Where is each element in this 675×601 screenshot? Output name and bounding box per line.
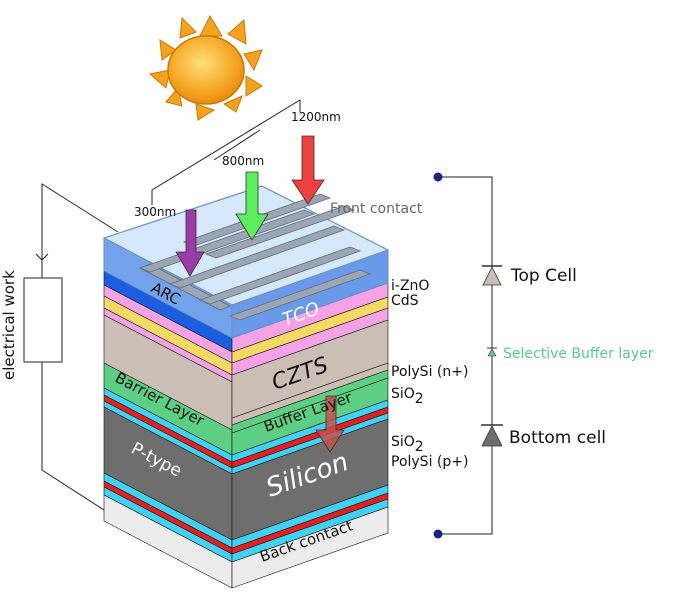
wavelength-300-label: 300nm	[134, 205, 176, 219]
cds-label: CdS	[391, 293, 419, 309]
selective-buffer-label: Selective Buffer layer	[503, 346, 654, 362]
left-face	[103, 237, 233, 589]
arrow-1200nm	[291, 135, 325, 205]
wavelength-bracket	[151, 99, 301, 205]
polysi-n-label: PolySi (n+)	[391, 364, 468, 380]
load-box	[23, 277, 63, 363]
equivalent-circuit: Top Cell Selective Buffer layer Bottom c…	[433, 172, 654, 539]
izno-label: i-ZnO	[391, 278, 429, 294]
selective-buffer-diode-icon	[487, 347, 497, 357]
arrow-substrate	[315, 395, 345, 453]
arrow-300nm	[175, 209, 205, 277]
arrow-800nm	[235, 171, 269, 241]
sun-icon	[148, 14, 263, 121]
polysi-p-label: PolySi (p+)	[391, 454, 468, 470]
front-contact-label: Front contact	[330, 201, 423, 217]
top-cell-label: Top Cell	[510, 266, 577, 286]
circuit-terminal-top	[433, 172, 443, 182]
bottom-cell-label: Bottom cell	[509, 428, 606, 448]
electrical-work-label: electrical work	[0, 270, 18, 380]
bottom-cell-diode-icon	[481, 424, 503, 447]
sio2-top-label: SiO2	[391, 386, 424, 407]
wavelength-800-label: 800nm	[222, 154, 264, 168]
light-arrows	[175, 135, 345, 453]
circuit-terminal-bottom	[433, 529, 443, 539]
wavelength-1200-label: 1200nm	[291, 110, 341, 124]
top-cell-diode-icon	[482, 265, 502, 286]
external-circuit-wire	[23, 183, 119, 511]
sio2-bottom-label: SiO2	[391, 434, 424, 455]
